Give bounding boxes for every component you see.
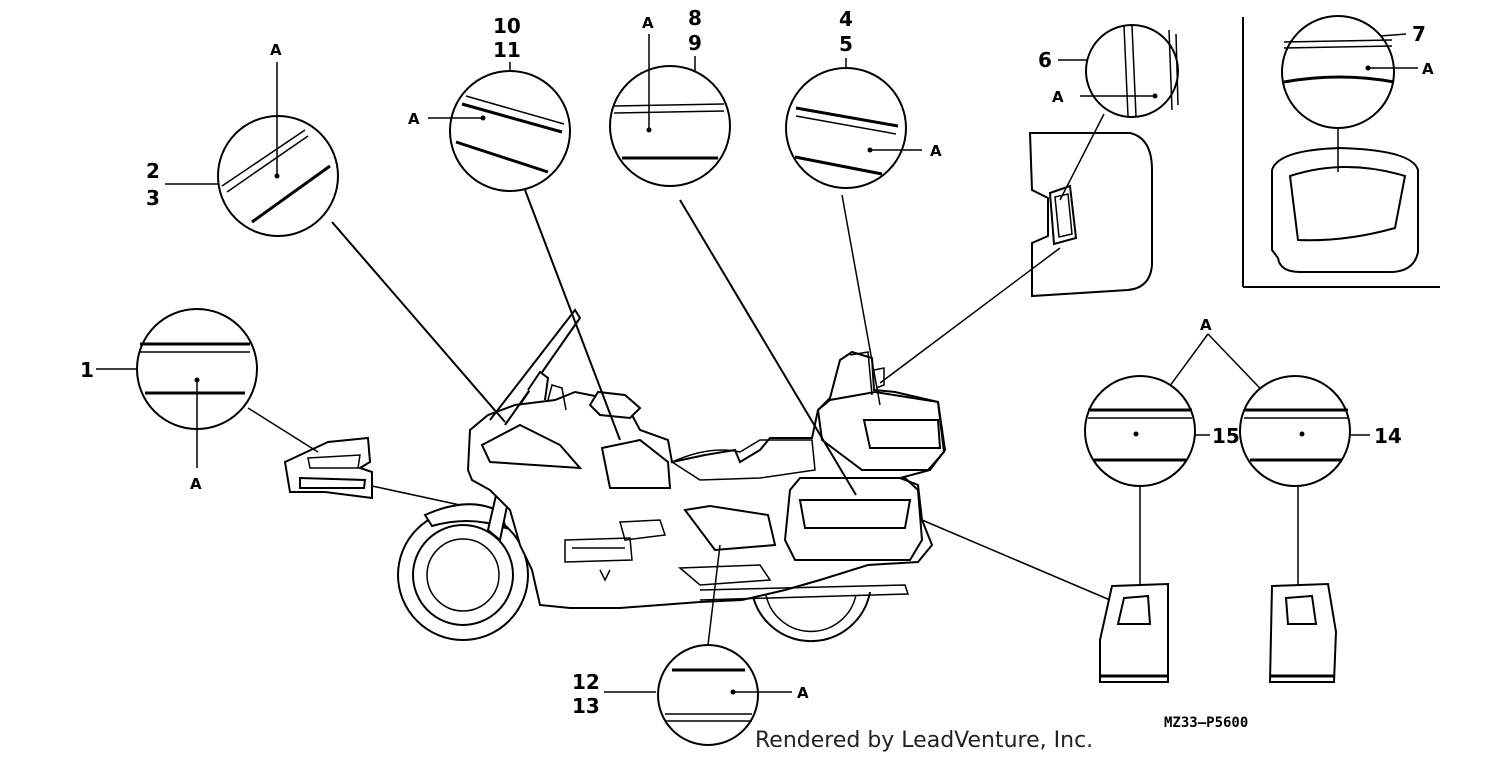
callout-12-13-detail bbox=[604, 544, 792, 746]
front-fender-decal-part bbox=[247, 407, 461, 506]
area-label: A bbox=[1052, 88, 1064, 106]
callout-label-8: 8 bbox=[688, 6, 702, 30]
callout-8-9-detail bbox=[609, 34, 857, 496]
callout-label-15: 15 bbox=[1212, 424, 1240, 448]
callout-label-9: 9 bbox=[688, 31, 702, 55]
area-label: A bbox=[642, 14, 654, 32]
callout-label-10: 10 bbox=[493, 14, 521, 38]
callout-label-14: 14 bbox=[1374, 424, 1402, 448]
area-label: A bbox=[930, 142, 942, 160]
callout-7-inset bbox=[1242, 15, 1440, 288]
callout-label-13: 13 bbox=[572, 694, 600, 718]
area-label: A bbox=[1200, 316, 1212, 334]
callout-label-5: 5 bbox=[839, 32, 853, 56]
callout-1-detail bbox=[96, 308, 258, 468]
area-label: A bbox=[190, 475, 202, 493]
callout-label-3: 3 bbox=[146, 186, 160, 210]
callout-6-detail bbox=[879, 24, 1179, 384]
callout-label-12: 12 bbox=[572, 670, 600, 694]
callout-label-2: 2 bbox=[146, 159, 160, 183]
callout-14-15-detail bbox=[921, 333, 1370, 683]
area-label: A bbox=[408, 110, 420, 128]
callout-label-4: 4 bbox=[839, 7, 853, 31]
area-label: A bbox=[1422, 60, 1434, 78]
callout-label-7: 7 bbox=[1412, 22, 1426, 46]
callout-label-6: 6 bbox=[1038, 48, 1052, 72]
area-label: A bbox=[270, 41, 282, 59]
area-label: A bbox=[797, 684, 809, 702]
callout-label-11: 11 bbox=[493, 38, 521, 62]
motorcycle-illustration bbox=[397, 308, 947, 643]
callout-2-3-detail bbox=[165, 62, 506, 423]
callout-label-1: 1 bbox=[80, 358, 94, 382]
credit-text: Rendered by LeadVenture, Inc. bbox=[755, 728, 1093, 753]
diagram-code: MZ33–P5600 bbox=[1164, 715, 1248, 731]
callout-4-5-detail bbox=[785, 58, 922, 406]
callout-10-11-detail bbox=[428, 62, 621, 441]
